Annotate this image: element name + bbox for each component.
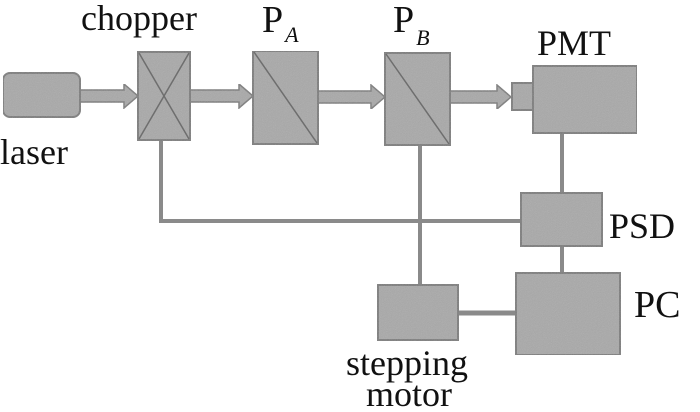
pmt-window-block [511,82,534,111]
polarizer-a-label-sub: A [283,22,299,47]
chopper-label: chopper [81,0,197,38]
stepping-motor-label-line2: motor [366,374,452,412]
chopper-cross-line-2 [138,52,190,140]
beam-arrow-laser-chopper [79,82,140,110]
wire-chopper-psd [159,140,521,223]
polarizer-a-label-main: P [262,0,283,41]
pmt-label: PMT [537,23,611,63]
beam-arrow-pa-pb [317,83,387,111]
psd-label: PSD [609,206,675,246]
beam-arrow-chopper-pa [189,82,255,110]
polarizer-a-label: PA [262,0,299,47]
pc-block [515,272,621,356]
stepping-motor-block [377,284,459,341]
laser-label: laser [0,132,68,172]
pc-label: PC [634,284,680,326]
polarizer-b-axis [385,53,450,145]
polarizer-b-label-sub: B [416,25,429,50]
polarizer-b-label-main: P [393,0,414,41]
psd-block [520,192,603,247]
polarizer-b-label: PB [393,0,430,50]
laser-block [2,72,81,118]
stepping-motor-label-line1: stepping [346,343,468,383]
polarizer-a-axis [253,51,318,144]
beam-arrow-pb-pmt [449,83,513,111]
pmt-block [532,65,638,134]
